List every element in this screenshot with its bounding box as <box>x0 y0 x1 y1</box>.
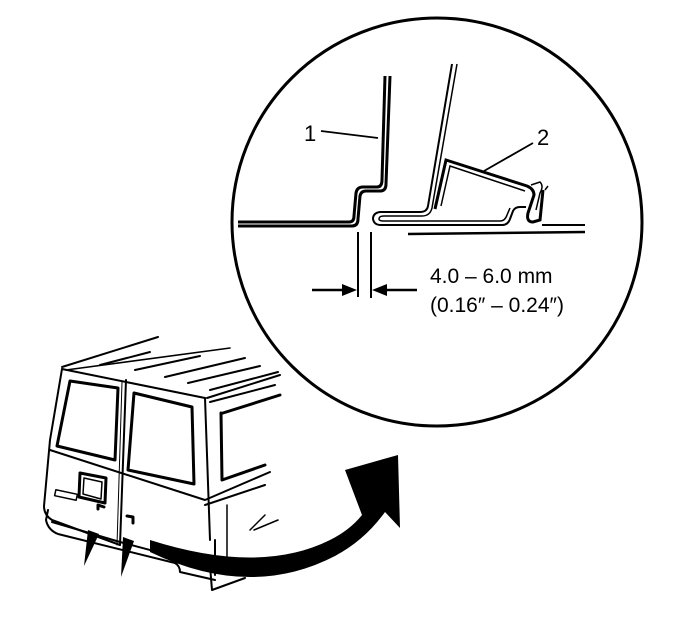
door-panel-2 <box>371 63 586 236</box>
callout-1-leader <box>320 130 379 139</box>
door-bottom-arrows <box>84 530 134 577</box>
arrow-down-icon <box>84 530 99 566</box>
van-rear-view <box>43 336 282 591</box>
door-panel-1 <box>238 75 392 228</box>
callout-2-label: 2 <box>537 125 549 150</box>
arrow-down-icon <box>121 537 134 577</box>
callout-1-label: 1 <box>304 121 316 146</box>
gap-dimension-metric: 4.0 – 6.0 mm <box>430 265 553 288</box>
detail-magnifier: 1 2 4.0 – 6.0 mm (0.16″ – 0.24″) <box>230 16 644 428</box>
emblem-badge <box>53 489 79 501</box>
gap-dimension-imperial: (0.16″ – 0.24″) <box>430 294 564 317</box>
magnify-arrow-icon <box>150 455 400 578</box>
gap-dimension <box>312 232 417 298</box>
callout-2-leader <box>483 142 534 172</box>
